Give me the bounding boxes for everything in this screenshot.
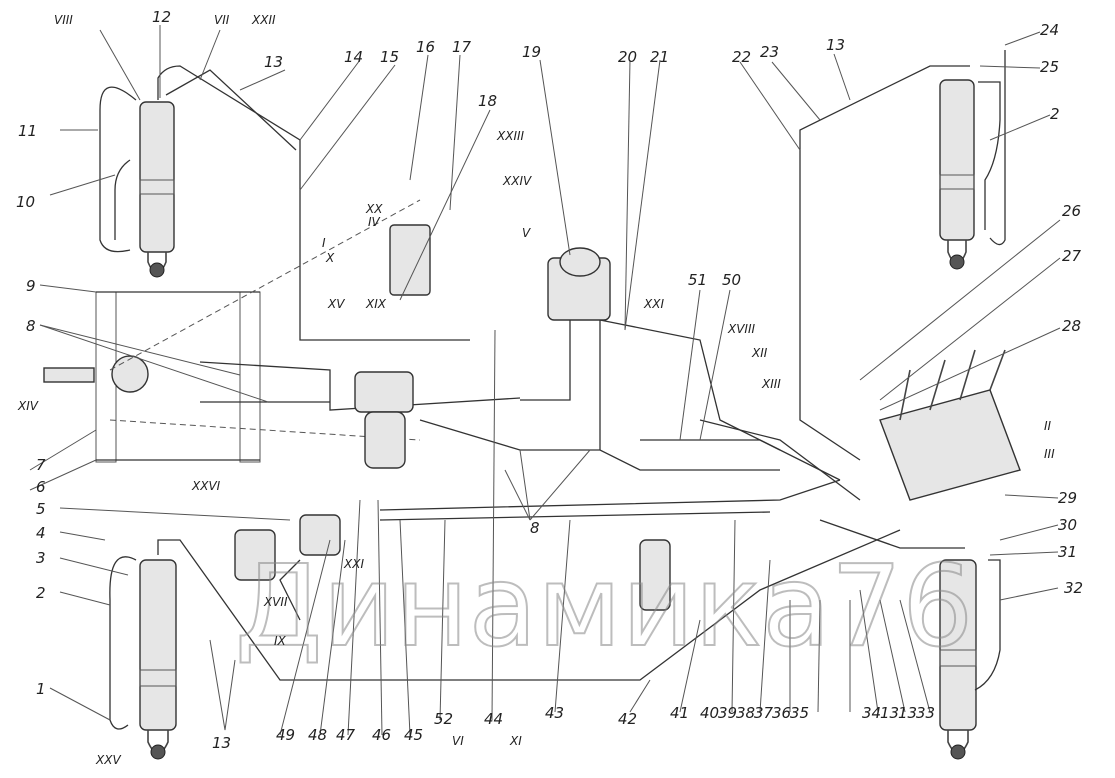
roman-label: XIV bbox=[17, 399, 39, 413]
part-label: 24 bbox=[1040, 21, 1059, 39]
roman-label: I bbox=[322, 236, 326, 250]
part-label: 51 bbox=[688, 271, 707, 289]
part-label: 40 bbox=[700, 704, 719, 722]
roman-label: XVIII bbox=[727, 322, 756, 336]
part-label: 39 bbox=[718, 704, 737, 722]
roman-label: XXVI bbox=[191, 479, 221, 493]
part-label: 42 bbox=[618, 710, 637, 728]
part-label: 23 bbox=[760, 43, 779, 61]
part-label: 31 bbox=[1058, 543, 1077, 561]
part-label: 28 bbox=[1062, 317, 1081, 335]
part-label: 41 bbox=[670, 704, 689, 722]
roman-labels: VIII VII XXII XXIII XXIV XX IV I X V XV … bbox=[17, 13, 1055, 767]
roman-label: IV bbox=[368, 215, 381, 229]
part-label: 20 bbox=[618, 48, 637, 66]
part-label: 46 bbox=[372, 726, 391, 744]
part-label: 14 bbox=[344, 48, 363, 66]
part-label: 32 bbox=[1064, 579, 1083, 597]
roman-label: XX bbox=[365, 202, 383, 216]
roman-label: IX bbox=[274, 634, 287, 648]
part-label: 49 bbox=[276, 726, 295, 744]
cylinder-bottom-right bbox=[939, 559, 977, 760]
roman-label: XXII bbox=[251, 13, 276, 27]
part-label: 35 bbox=[790, 704, 809, 722]
part-label: 25 bbox=[1040, 58, 1059, 76]
part-label: 37 bbox=[754, 704, 774, 722]
part-label: 13 bbox=[880, 704, 899, 722]
part-label: 19 bbox=[522, 43, 541, 61]
roman-label: II bbox=[1044, 419, 1052, 433]
roman-label: XVII bbox=[263, 595, 288, 609]
part-label: 13 bbox=[212, 734, 231, 752]
part-label: 6 bbox=[36, 478, 46, 496]
part-label: 29 bbox=[1058, 489, 1077, 507]
roman-label: XXV bbox=[95, 753, 121, 767]
roman-label: X bbox=[325, 251, 335, 265]
part-label: 27 bbox=[1062, 247, 1082, 265]
part-label: 34 bbox=[862, 704, 881, 722]
part-numbers: 12 13 14 15 16 17 18 19 20 21 22 23 13 2… bbox=[16, 8, 1083, 752]
part-label: 8 bbox=[26, 317, 36, 335]
roman-label: XIII bbox=[761, 377, 781, 391]
part-label: 9 bbox=[26, 277, 36, 295]
part-label: 38 bbox=[736, 704, 755, 722]
part-label: 21 bbox=[650, 48, 669, 66]
roman-label: XXI bbox=[643, 297, 664, 311]
part-label: 17 bbox=[452, 38, 472, 56]
part-label: 30 bbox=[1058, 516, 1077, 534]
frame-and-lines bbox=[43, 199, 861, 621]
roman-label: V bbox=[522, 226, 531, 240]
roman-label: XXI bbox=[343, 557, 364, 571]
part-label: 36 bbox=[772, 704, 791, 722]
part-label: 8 bbox=[530, 519, 540, 537]
part-label: 33 bbox=[916, 704, 935, 722]
part-label: 15 bbox=[380, 48, 399, 66]
cylinder-hoses bbox=[99, 50, 1006, 730]
roman-label: XV bbox=[327, 297, 345, 311]
roman-label: VI bbox=[452, 734, 464, 748]
part-label: 45 bbox=[404, 726, 423, 744]
part-label: 10 bbox=[16, 193, 35, 211]
part-label: 26 bbox=[1062, 202, 1081, 220]
part-label: 13 bbox=[898, 704, 917, 722]
cylinder-top-left bbox=[139, 101, 175, 278]
part-label: 3 bbox=[36, 549, 46, 567]
part-label: 22 bbox=[732, 48, 751, 66]
cylinder-bottom-left bbox=[139, 559, 177, 760]
part-label: 1 bbox=[36, 680, 46, 698]
distributor-block bbox=[234, 349, 1021, 611]
part-label: 48 bbox=[308, 726, 327, 744]
watermark: Динамика76 bbox=[235, 542, 973, 672]
roman-label: XII bbox=[751, 346, 768, 360]
part-label: 44 bbox=[484, 710, 503, 728]
cylinder-top-right bbox=[939, 79, 975, 270]
leader-lines bbox=[29, 25, 1061, 736]
roman-label: XXIV bbox=[502, 174, 532, 188]
part-label: 5 bbox=[36, 500, 46, 518]
part-label: 52 bbox=[434, 710, 453, 728]
part-label: 12 bbox=[152, 8, 171, 26]
roman-label: XXIII bbox=[496, 129, 525, 143]
part-label: 13 bbox=[264, 53, 283, 71]
part-label: 2 bbox=[1050, 105, 1060, 123]
roman-label: XIX bbox=[365, 297, 387, 311]
part-label: 16 bbox=[416, 38, 435, 56]
part-label: 47 bbox=[336, 726, 356, 744]
part-label: 43 bbox=[545, 704, 564, 722]
pump-and-filter bbox=[354, 224, 611, 469]
part-label: 13 bbox=[826, 36, 845, 54]
part-label: 7 bbox=[36, 456, 46, 474]
roman-label: III bbox=[1044, 447, 1055, 461]
part-label: 2 bbox=[36, 584, 46, 602]
roman-label: VIII bbox=[54, 13, 73, 27]
part-label: 11 bbox=[18, 122, 37, 140]
part-label: 50 bbox=[722, 271, 741, 289]
roman-label: VII bbox=[214, 13, 230, 27]
roman-label: XI bbox=[509, 734, 522, 748]
part-label: 4 bbox=[36, 524, 46, 542]
part-label: 18 bbox=[478, 92, 497, 110]
